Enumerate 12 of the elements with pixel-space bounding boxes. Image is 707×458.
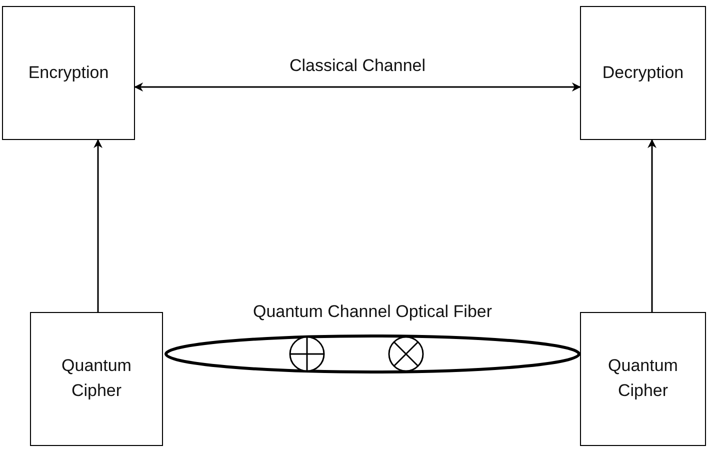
box-label: Encryption (28, 62, 109, 84)
process-box (580, 312, 706, 446)
process-box (30, 312, 163, 446)
arrow (94, 139, 102, 312)
box-label: Quantum Cipher (607, 355, 679, 402)
channel-label: Quantum Channel Optical Fiber (250, 302, 494, 322)
process-box (580, 6, 706, 140)
arrow (648, 139, 656, 312)
box-label: Quantum Cipher (60, 355, 132, 402)
process-box (2, 6, 135, 140)
box-label: Decryption (602, 62, 684, 84)
arrow (134, 82, 581, 92)
